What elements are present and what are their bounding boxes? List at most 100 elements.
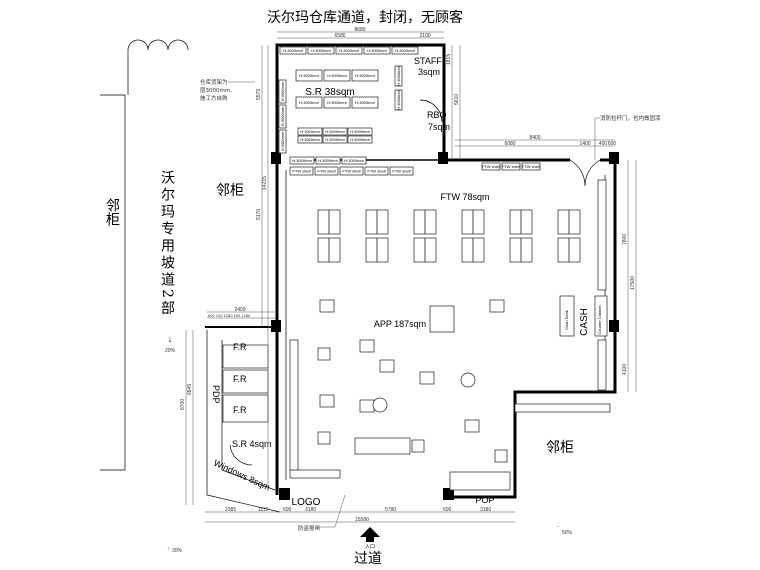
ftw-shelf-label: FTW shelf (522, 164, 541, 169)
svg-text:3180: 3180 (305, 507, 316, 513)
wall-rack-bottom (514, 403, 611, 413)
shelf-label: H:3000mm (395, 48, 415, 53)
shelf (363, 46, 391, 55)
anti-theft-leader (320, 494, 346, 528)
svg-text:1115: 1115 (258, 507, 269, 513)
pdp-label: PDP (211, 385, 221, 404)
svg-text:4100: 4100 (622, 364, 628, 375)
shelf (323, 96, 351, 109)
cash-area: Cash Desk Counter Cabinet CASH (559, 295, 608, 337)
shelf-label: H:3000mm (299, 100, 319, 105)
shelf-label: H:3000mm (280, 106, 285, 126)
shelf-label: H:3000mm (339, 48, 359, 53)
shelf (335, 46, 363, 55)
shelf (351, 69, 379, 82)
left-neighbor-block: 邻柜 (100, 94, 126, 471)
svg-text:8400: 8400 (529, 135, 540, 141)
entrance-arrow-icon (360, 527, 380, 542)
display-table (319, 394, 335, 408)
shelf-label: H:3000mm (299, 73, 319, 78)
shelf-label: H:3000mm (292, 158, 312, 163)
svg-text:7800: 7800 (622, 234, 628, 245)
up-arrow-icon: ↑ (167, 546, 170, 552)
slope-left: 20% (165, 348, 176, 354)
ftw-shelf-label: FTW shelf (392, 168, 411, 173)
shelf (341, 156, 367, 165)
shelf (279, 46, 307, 55)
room-storeroom: S.R 38sqm (305, 87, 354, 98)
aisle-label: 过道 (354, 551, 382, 567)
svg-text:2385: 2385 (225, 507, 236, 513)
svg-text:5170: 5170 (256, 209, 262, 220)
shelf-label: H:3000mm (396, 90, 401, 110)
ftw-shelf (521, 162, 541, 171)
shelf (297, 127, 323, 136)
room-staff: STAFF (414, 56, 442, 66)
shelf-label: H:3000mm (327, 100, 347, 105)
shelf-label: H:3000mm (344, 158, 364, 163)
shelf (347, 127, 373, 136)
ftw-shelf (364, 166, 389, 176)
svg-text:8700: 8700 (180, 399, 186, 410)
svg-text:8680: 8680 (354, 27, 365, 33)
logo-label: LOGO (292, 497, 321, 508)
pinwheel-rack (317, 431, 331, 445)
entrance-label: 入口 (365, 544, 375, 550)
svg-text:Cash Desk: Cash Desk (564, 310, 569, 330)
pinwheel-rack (317, 347, 331, 361)
ftw-shelf (339, 166, 364, 176)
shelf-label: H:3000mm (325, 137, 345, 142)
svg-text:600: 600 (283, 507, 292, 513)
shelf-label: H:3000mm (396, 66, 401, 86)
display-table (379, 359, 395, 373)
shelf (295, 96, 323, 109)
front-counter (354, 437, 411, 455)
shelf-label: H:3000mm (325, 129, 345, 134)
ftw-shelf-label: FTW shelf (502, 164, 521, 169)
shelf-label: H:3000mm (355, 73, 375, 78)
warehouse-note: 仓库货架为 层3000mm, 施工方自购 (200, 78, 255, 102)
ftw-shelf-label: FTW shelf (482, 164, 501, 169)
svg-text:6845: 6845 (187, 384, 193, 395)
fitting-room-2: F.R (233, 374, 247, 384)
pop-display (449, 471, 511, 491)
shelf (295, 69, 323, 82)
slope-bottom-left: 30% (172, 548, 183, 554)
svg-text:5780: 5780 (385, 507, 396, 513)
wall-rack-left (289, 339, 299, 471)
display-table (419, 371, 435, 385)
svg-text:5575: 5575 (256, 89, 262, 100)
ftw-shelf (501, 162, 521, 171)
ftw-shelf-label: FTW shelf (317, 168, 336, 173)
ftw-shelf (481, 162, 501, 171)
svg-text:15580: 15580 (355, 517, 369, 523)
shelf-label: H:3000mm (300, 129, 320, 134)
pop-label: POP (475, 495, 494, 505)
svg-text:5610: 5610 (454, 94, 460, 105)
slope-bottom-right: 50% (562, 530, 573, 536)
dimension-lines: 8680 6580 2100 8400 6080 1400 400 600 23… (180, 27, 637, 523)
pinwheel-rack (411, 439, 425, 453)
neighbor-left-inner-label: 邻柜 (216, 183, 244, 199)
svg-text:6080: 6080 (504, 141, 515, 147)
display-table (489, 299, 505, 313)
shelf-label: H:3000mm (350, 129, 370, 134)
svg-text:1400: 1400 (579, 141, 590, 147)
svg-text:Counter Cabinet: Counter Cabinet (597, 305, 602, 335)
fitting-room-1: F.R (233, 342, 247, 352)
ftw-shelf (289, 166, 314, 176)
plan-title: 沃尔玛仓库通道，封闭，无顾客 (267, 9, 463, 26)
shelf-label: H:3000mm (280, 81, 285, 101)
shelf-label: H:3000mm (280, 131, 285, 151)
round-display (460, 372, 476, 388)
svg-text:3180: 3180 (480, 507, 491, 513)
room-ftw: FTW 78sqm (440, 192, 489, 202)
entrance-arcs (127, 39, 189, 95)
shelf-label: H:3000mm (327, 73, 347, 78)
shelf (278, 79, 287, 104)
svg-text:6580: 6580 (334, 33, 345, 39)
shelf (278, 129, 287, 154)
pinwheel-rack (494, 449, 508, 463)
room-cash: CASH (579, 308, 590, 336)
shelf (323, 69, 351, 82)
